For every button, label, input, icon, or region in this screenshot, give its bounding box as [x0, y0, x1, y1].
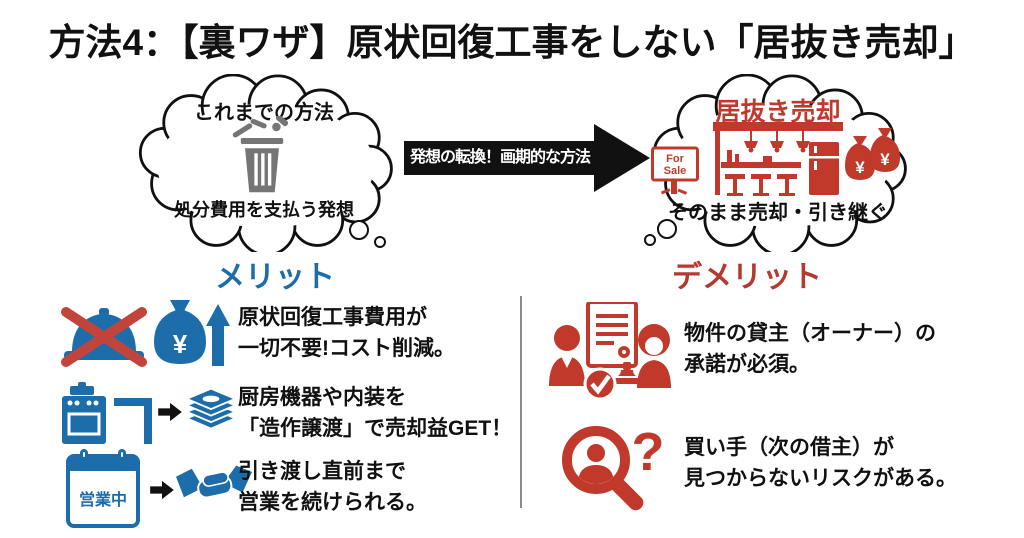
page-title: 方法4：【裏ワザ】原状回復工事をしない「居抜き売却」 — [48, 22, 976, 63]
calendar-top-bar — [70, 458, 136, 471]
merit-1-line2: 一切不要!コスト削減。 — [238, 337, 455, 360]
open-for-business-calendar-icon: 営業中 — [66, 449, 140, 528]
after-cloud-title: 居抜き売却 — [715, 98, 841, 126]
for-sale-sign-line2: Sale — [664, 165, 687, 177]
merit-text-1: 原状回復工事費用が 一切不要!コスト削減。 — [238, 302, 455, 364]
merit-heading: メリット — [215, 261, 335, 294]
after-cloud: 居抜き売却 For Sale — [628, 74, 928, 252]
after-cloud-caption: そのまま売却・引き継ぐ — [668, 202, 888, 224]
merit-2-line2: 「造作譲渡」で売却益GET！ — [238, 417, 513, 440]
demerit-text-1: 物件の貸主（オーナー）の 承諾が必須。 — [684, 318, 936, 380]
before-cloud-title: これまでの方法 — [194, 102, 334, 124]
yen-symbol: ¥ — [880, 150, 890, 169]
transition-arrow: 発想の転換！画期的な方法 — [404, 122, 650, 194]
buyer-search-icon: ? — [562, 422, 665, 511]
calendar-ring — [80, 449, 88, 460]
moneybag-cost-up-icon: ¥ — [154, 300, 230, 366]
arrow-right-icon — [150, 480, 174, 500]
thought-tail-bubble-large — [349, 220, 369, 240]
yen-symbol: ¥ — [855, 158, 865, 177]
demerit-heading: デメリット — [672, 261, 822, 294]
handshake-icon — [176, 465, 252, 499]
bar-shop-illustration: For Sale ¥ ¥ — [651, 122, 900, 196]
before-cloud: これまでの方法 処分費用を支払う発想 — [116, 74, 412, 252]
demerit-text-2: 買い手（次の借主）が 見つからないリスクがある。 — [684, 432, 957, 494]
arrow-right-icon — [158, 402, 182, 422]
demerit-2-line1: 買い手（次の借主）が — [684, 436, 894, 459]
column-divider — [520, 296, 522, 508]
kitchen-equipment-icon — [62, 382, 152, 444]
merit-1-line1: 原状回復工事費用が — [238, 306, 427, 329]
transition-arrow-label: 発想の転換！画期的な方法 — [409, 149, 591, 166]
yen-symbol: ¥ — [173, 329, 188, 359]
question-mark: ? — [632, 422, 665, 482]
calendar-ring — [118, 449, 126, 460]
demerit-item-2: ? 買い手（次の借主）が 見つからないリスクがある。 — [548, 418, 980, 514]
calendar-label: 営業中 — [78, 492, 127, 509]
thought-tail-bubble-small — [644, 234, 656, 246]
merit-3-line2: 営業を続けられる。 — [238, 491, 427, 514]
demerit-2-line2: 見つからないリスクがある。 — [684, 467, 957, 490]
trash-icon — [232, 116, 289, 193]
demerit-1-line2: 承諾が必須。 — [684, 353, 810, 376]
demerit-1-line1: 物件の貸主（オーナー）の — [684, 322, 936, 345]
money-stack-icon — [184, 387, 238, 430]
merit-text-3: 引き渡し直前まで 営業を続けられる。 — [238, 456, 427, 518]
demerit-item-1: 物件の貸主（オーナー）の 承諾が必須。 — [548, 300, 980, 404]
merit-item-1: ¥ 原状回復工事費用が 一切不要!コスト削減。 — [56, 298, 512, 372]
merit-3-line1: 引き渡し直前まで — [238, 460, 406, 483]
thought-tail-bubble-large — [657, 219, 677, 239]
merit-text-2: 厨房機器や内装を 「造作譲渡」で売却益GET！ — [238, 382, 512, 444]
owner-consent-icon — [549, 302, 671, 401]
thought-tail-bubble-small — [374, 236, 386, 248]
no-construction-helmet-icon — [61, 307, 147, 367]
for-sale-sign-line1: For — [666, 153, 684, 165]
arrow-right-big-icon — [404, 124, 650, 192]
merit-item-3: 営業中 引き渡し直前まで 営業を続けられる。 — [56, 448, 512, 532]
before-cloud-caption: 処分費用を支払う発想 — [174, 200, 354, 220]
merit-2-line1: 厨房機器や内装を — [238, 386, 406, 409]
cloud-outline — [138, 74, 393, 252]
merit-item-2: 厨房機器や内装を 「造作譲渡」で売却益GET！ — [56, 376, 512, 448]
